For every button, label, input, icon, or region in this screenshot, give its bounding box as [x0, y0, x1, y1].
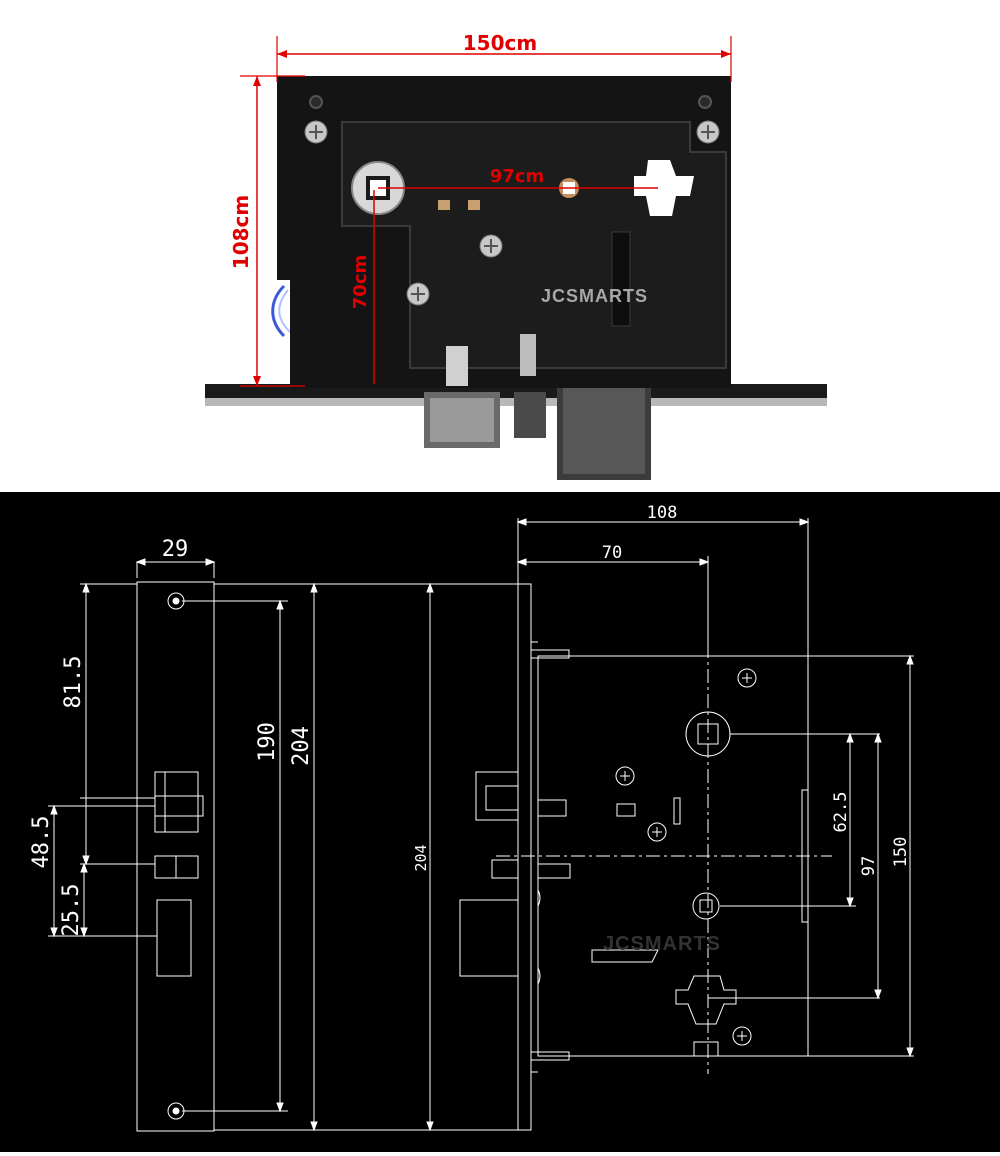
spindle-spacing-dimension: 97cm: [378, 166, 658, 189]
drawing-watermark: JCSMARTS: [603, 933, 721, 955]
cylinder-cutout: [634, 160, 694, 216]
spindle-to-cylinder-label: 97: [859, 856, 879, 876]
case-depth-label: 108: [647, 503, 678, 523]
latch-tongue: [446, 346, 468, 386]
sensor-offset-label: 25.5: [59, 884, 84, 937]
front-deadbolt: [459, 899, 519, 977]
screw-icon: [732, 1026, 752, 1046]
screw-icon: [615, 766, 635, 786]
screw-icon: [737, 668, 757, 688]
spindle-spacing-label: 97cm: [490, 166, 544, 187]
latch-offset-label: 81.5: [61, 656, 86, 709]
sensor-pad: [468, 200, 480, 210]
backset-label: 70cm: [350, 255, 371, 309]
side-thickness-label: 29: [162, 537, 189, 562]
cad-illustration: 29 81.5 190 204 48.5 25.5: [29, 503, 914, 1132]
front-aux-latch: [491, 859, 519, 879]
photo-watermark: JCSMARTS: [541, 286, 648, 306]
backset-dim-label: 70: [602, 543, 622, 563]
screw-icon: [167, 592, 185, 610]
front-slot: [591, 949, 659, 963]
hole-icon: [309, 95, 323, 109]
width-label: 150cm: [463, 31, 537, 55]
technical-drawing: 29 81.5 190 204 48.5 25.5: [0, 492, 1000, 1152]
screw-icon: [406, 282, 430, 306]
screw-icon: [304, 120, 328, 144]
side-faceplate: [136, 581, 215, 1132]
side-view: 29 81.5 190 204 48.5 25.5: [29, 537, 320, 1132]
lock-photo-illustration: JCSMARTS 150cm 108cm: [205, 31, 827, 480]
backset-dimension: 70cm: [350, 190, 375, 384]
front-view: JCSMARTS 108 70: [214, 503, 914, 1132]
height-dimension: 108cm: [229, 75, 305, 387]
wire: [271, 284, 286, 338]
case-height-label: 150: [891, 837, 911, 868]
hole-icon: [698, 95, 712, 109]
screw-icon: [479, 234, 503, 258]
side-latch: [154, 771, 199, 833]
width-dimension: 150cm: [276, 31, 732, 82]
lock-body-photo: JCSMARTS 150cm 108cm: [0, 0, 1000, 492]
screw-pitch-label: 190: [255, 722, 280, 762]
screw-icon: [696, 120, 720, 144]
cylinder-cam: [675, 975, 737, 1025]
front-latch: [475, 771, 519, 821]
spindle-to-center-label: 62.5: [831, 792, 851, 833]
height-label: 108cm: [229, 195, 253, 269]
deadbolt-offset-label: 48.5: [29, 816, 54, 869]
screw-icon: [167, 1102, 185, 1120]
front-faceplate: [517, 583, 532, 1131]
screw-icon: [647, 822, 667, 842]
slot: [611, 231, 631, 327]
side-deadbolt: [156, 899, 192, 977]
front-faceplate-length-label: 204: [412, 844, 430, 871]
secondary-spindle-icon: [692, 892, 720, 920]
trigger-tongue: [520, 334, 536, 376]
sensor-pad: [438, 200, 450, 210]
auxiliary-latch: [514, 392, 546, 438]
side-faceplate-length-label: 204: [289, 726, 314, 766]
